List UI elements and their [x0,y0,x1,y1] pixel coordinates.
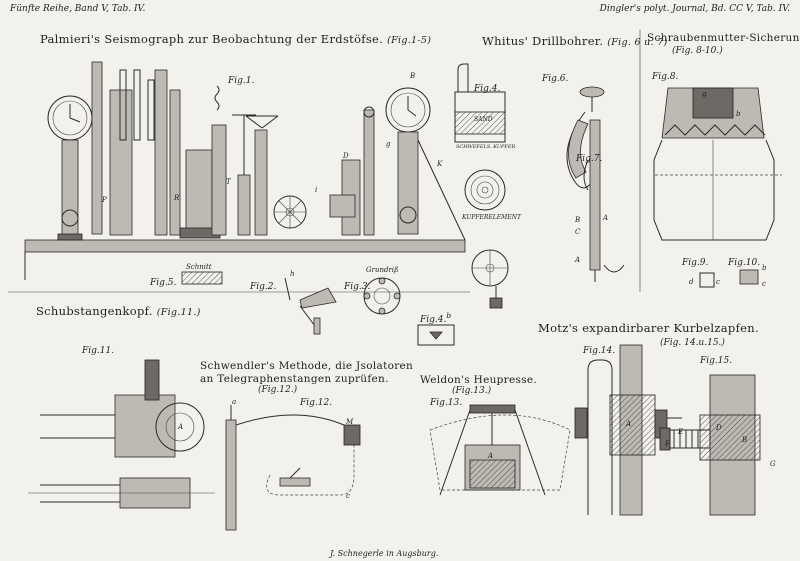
fig6-label: Fig.6. [542,74,569,84]
label-A-fig11: A [178,423,184,431]
label-g-fig8: g [702,90,707,98]
fig4b-label-sup: b [446,311,452,320]
fig3-label: Fig.3. [344,282,371,292]
label-D: D [343,152,349,160]
label-b-fig10: b [762,264,767,272]
title-connecting-rod-text: Schubstangenkopf. [36,304,153,318]
title-seismograph: Palmieri's Seismograph zur Beobachtung d… [40,32,431,46]
fig1-label: Fig.1. [228,76,255,86]
title-seismograph-ref: (Fig.1-5) [387,35,432,46]
label-E-fig15: E [678,428,684,436]
fig4b-label-text: Fig.4. [420,315,447,325]
label-c-fig10: c [762,280,766,288]
label-T: T [226,178,231,186]
label-c-fig12: c [346,492,350,500]
fig3-drawing [363,277,401,315]
label-R: R [174,194,180,202]
label-A-fig6-lower: A [575,256,581,264]
label-kupferelement: KUPFERELEMENT [462,214,521,221]
label-C-fig6: C [575,228,581,236]
label-h: h [290,270,295,278]
title-drill-ref: (Fig. 6 u. 7) [607,37,668,48]
title-crank-ref: (Fig. 14.u.15.) [660,338,725,348]
label-A-fig6: A [603,214,609,222]
title-connecting-rod: Schubstangenkopf. (Fig.11.) [36,304,201,318]
crank-pin-drawing [574,344,682,516]
seismograph-drawing [24,61,509,309]
title-nut-ref: (Fig. 8-10.) [672,46,723,56]
label-c-fig9: c [716,278,720,286]
drill-drawing [566,86,625,282]
label-d-fig9: d [689,278,694,286]
insulator-drawing [225,405,361,531]
hay-press-drawing [429,404,571,496]
label-sand: SAND [474,116,493,123]
title-press-ref: (Fig.13.) [452,386,492,396]
label-D-fig15: D [716,424,722,432]
title-insulator-ref: (Fig.12.) [258,385,298,395]
fig2-drawing [284,277,337,335]
fig5-label: Fig.5. [150,278,177,288]
connecting-rod-drawing [28,359,215,509]
title-press: Weldon's Heupresse. [420,374,538,386]
fig11-label: Fig.11. [82,346,115,356]
label-M-fig12: M [346,418,354,426]
label-B-fig15: B [742,436,748,444]
fig10-drawing [739,269,759,285]
title-crank: Motz's expandirbarer Kurbelzapfen. [538,321,759,335]
label-P: P [102,196,107,204]
label-A-fig14: A [626,420,632,428]
title-insulator-line1: Schwendler's Methode, die Jsolatoren [200,360,414,372]
fig7-label: Fig.7. [576,154,603,164]
label-a-fig12: a [232,398,237,406]
fig4b-label: Fig.4.b [420,311,451,325]
label-schwefel: SCHWEFELS. KUPFER [456,144,516,150]
fig9-label: Fig.9. [682,258,709,268]
title-drill: Whitus' Drillbohrer. (Fig. 6 u. 7) [482,34,668,48]
label-F-fig15: F [665,440,670,448]
label-B: B [410,72,416,80]
fig4-drawing [454,63,506,211]
fig5-section [181,271,223,285]
label-g: g [386,140,391,148]
header-left: Fünfte Reihe, Band V, Tab. IV. [10,4,146,14]
fig15-label: Fig.15. [700,356,733,366]
fig2-label: Fig.2. [250,282,277,292]
label-grundriss: Grundriß [366,266,399,274]
header-right: Dingler's polyt. Journal, Bd. CC V, Tab.… [599,4,790,14]
nut-drawing [653,87,782,241]
fig4b-drawing [417,324,455,346]
label-B-fig6: B [575,216,581,224]
fig12-label: Fig.12. [300,398,333,408]
title-insulator-line2: an Telegraphenstangen zuprüfen. [200,373,389,385]
fig4-label: Fig.4. [474,84,501,94]
fig10-label: Fig.10. [728,258,761,268]
label-i: i [315,186,318,194]
label-schnitt: Schnitt [186,263,212,271]
label-b-fig8: b [736,110,741,118]
title-seismograph-text: Palmieri's Seismograph zur Beobachtung d… [40,32,384,46]
title-nut: Schraubenmutter-Sicherung [647,32,800,44]
fig9-drawing [699,272,715,288]
fig8-label: Fig.8. [652,72,679,82]
crank-detail-drawing [659,374,761,516]
fig14-label: Fig.14. [583,346,616,356]
label-G-fig15: G [770,460,776,468]
label-A-fig13: A [488,452,494,460]
fig13-label: Fig.13. [430,398,463,408]
engraver-credit: J. Schnegerle in Augsburg. [330,549,439,558]
title-drill-text: Whitus' Drillbohrer. [482,34,604,48]
title-connecting-rod-ref: (Fig.11.) [156,307,201,318]
label-K: K [437,160,443,168]
